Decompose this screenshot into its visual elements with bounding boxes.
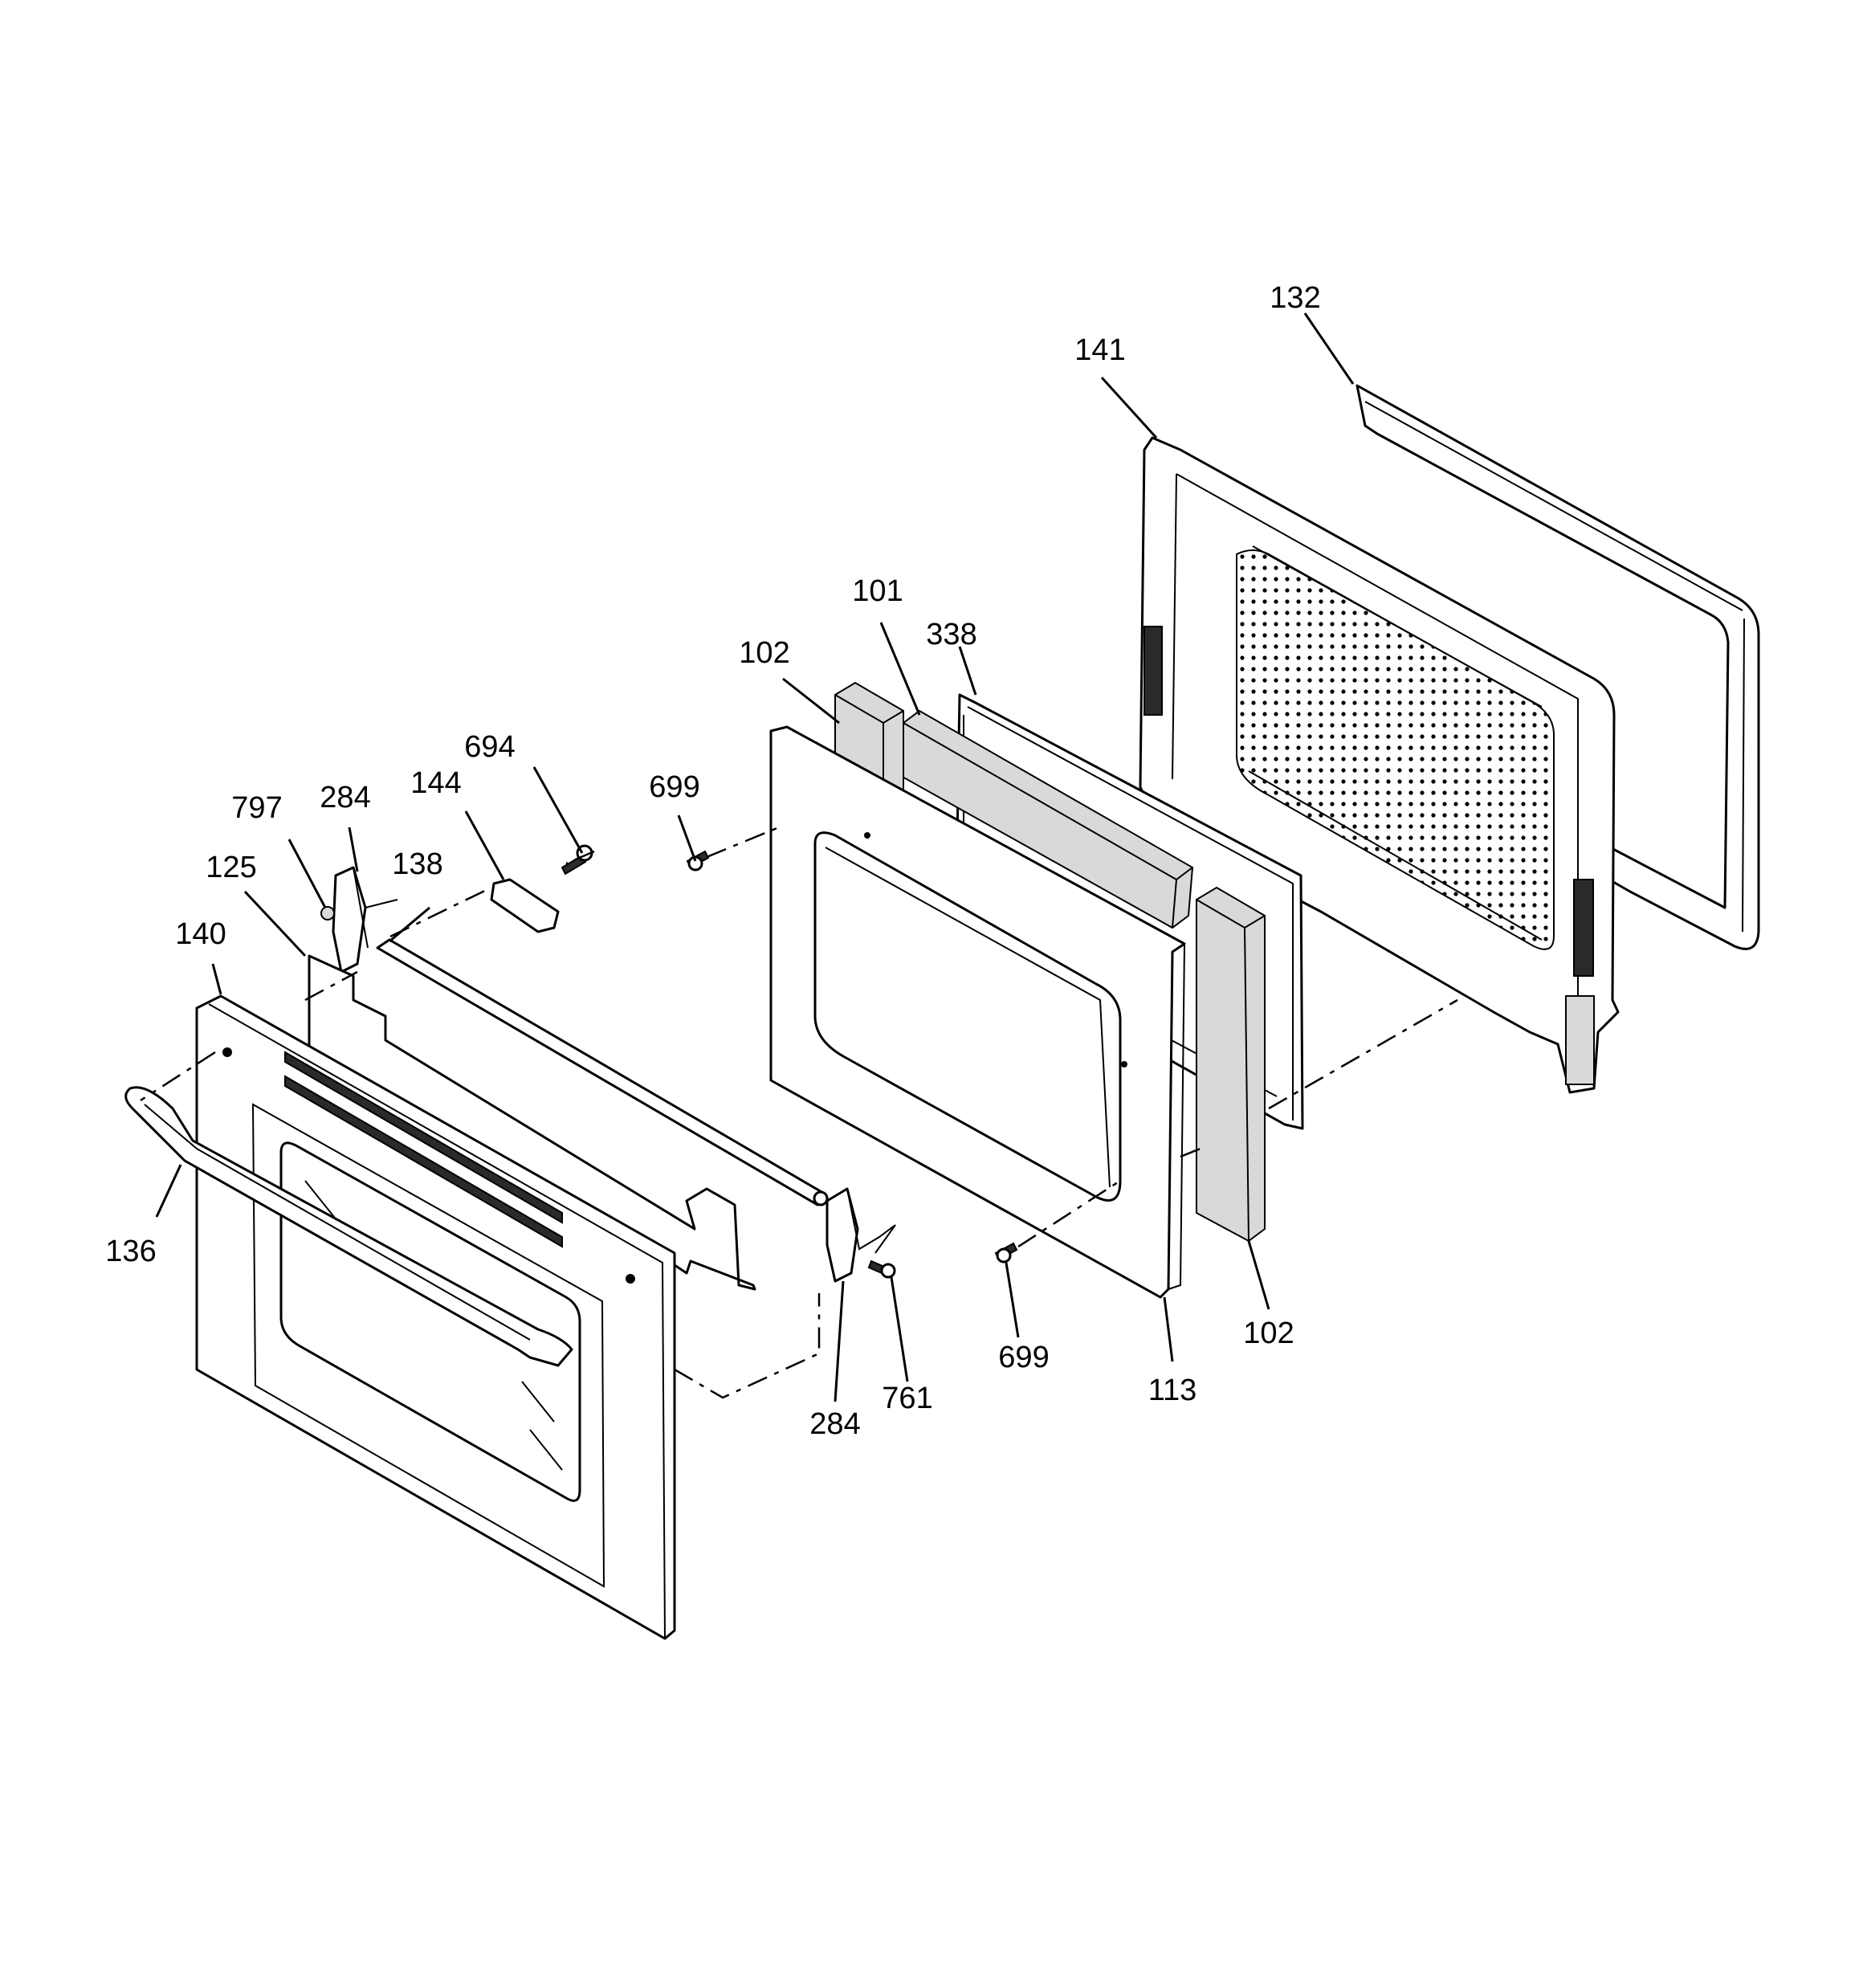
callout-284-upper: 284 (320, 781, 370, 814)
door-liner-frame-part (769, 725, 1186, 1299)
callout-797: 797 (231, 791, 282, 825)
callout-699-upper: 699 (649, 770, 699, 804)
door-gasket-part (1355, 384, 1760, 950)
callout-101: 101 (852, 574, 903, 608)
callout-102-lower: 102 (1243, 1316, 1294, 1350)
screw-761 (867, 1259, 896, 1279)
callout-140: 140 (175, 917, 226, 951)
side-insulation-right-part (1196, 886, 1266, 1243)
callout-694: 694 (464, 730, 515, 764)
callout-141: 141 (1074, 333, 1125, 367)
callout-125: 125 (206, 851, 256, 884)
callout-144: 144 (410, 766, 461, 800)
callout-699-lower: 699 (998, 1341, 1049, 1374)
callout-338: 338 (926, 618, 976, 651)
door-handle-part (124, 1086, 573, 1367)
callout-284-lower: 284 (809, 1407, 860, 1441)
vent-slots (284, 1051, 563, 1248)
leader-lines (155, 312, 1355, 1402)
callout-136: 136 (105, 1235, 156, 1268)
callout-761: 761 (882, 1382, 932, 1415)
callout-138: 138 (392, 847, 442, 881)
callout-113: 113 (1148, 1374, 1197, 1407)
rod-part (376, 938, 829, 1206)
assembly-alignment-lines (140, 826, 1458, 1399)
hinge-lower-part (826, 1187, 896, 1283)
callout-labels: 132 141 101 338 102 699 694 144 284 797 … (105, 281, 1320, 1441)
screw-699-lower (994, 1242, 1018, 1263)
callout-132: 132 (1270, 281, 1320, 315)
screw-699-upper (686, 850, 710, 872)
inner-door-panel-part (1139, 436, 1620, 1094)
bracket-plate-part (490, 878, 560, 933)
hinge-upper-part (332, 866, 398, 974)
stud-797 (320, 906, 335, 921)
callout-102-upper: 102 (739, 636, 789, 670)
